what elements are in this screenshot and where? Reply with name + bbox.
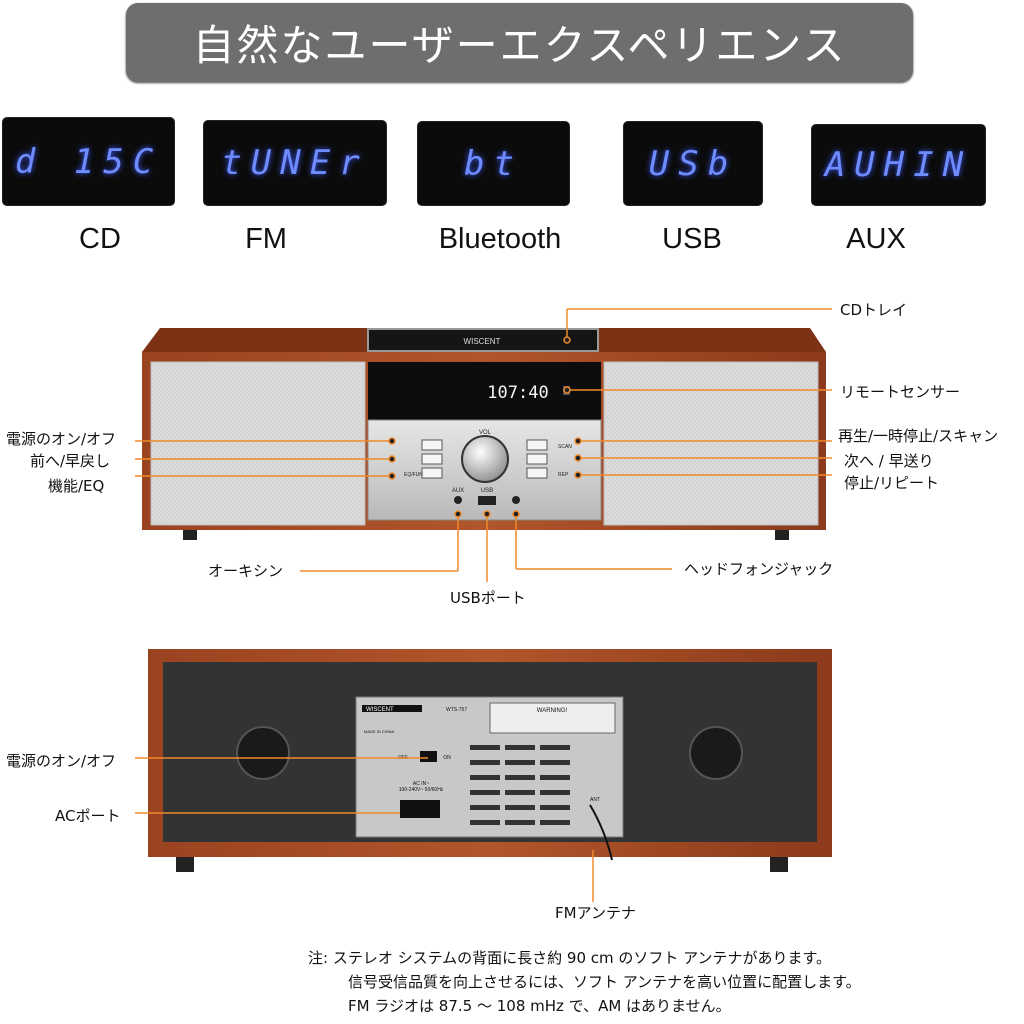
- callout-remote-sensor: リモートセンサー: [840, 383, 961, 401]
- mode-display-fm: tUNEr: [204, 121, 386, 205]
- ant-label: ANT: [590, 797, 600, 803]
- play-button: [526, 439, 548, 451]
- callout-usb: USBポート: [450, 589, 526, 607]
- rear-model: WTS-757: [446, 707, 467, 713]
- right-speaker-grille: [603, 361, 819, 526]
- right-bass-port: [689, 726, 743, 780]
- fm-antenna-wire: [589, 804, 613, 861]
- function-button: [421, 467, 443, 479]
- scan-button-label: SCAN: [558, 444, 572, 450]
- note-line-3: FM ラジオは 87.5 ～ 108 mHz で、AM はありません。: [348, 997, 731, 1015]
- note-line-2: 信号受信品質を向上させるには、ソフト アンテナを高い位置に配置します。: [348, 973, 861, 991]
- usb-port-label: USB: [481, 488, 493, 494]
- banner-title: 自然なユーザーエクスペリエンス: [126, 3, 913, 82]
- mode-display-aux: AUHIN: [812, 125, 985, 205]
- rep-button-label: REP: [558, 472, 569, 478]
- mode-display-bluetooth: bt: [418, 122, 569, 205]
- power-button: [421, 439, 443, 451]
- mode-label-fm: FM: [245, 223, 287, 255]
- left-bass-port: [236, 726, 290, 780]
- mode-label-bluetooth: Bluetooth: [438, 223, 562, 255]
- callout-next: 次へ / 早送り: [844, 452, 934, 470]
- ac-spec-label: 100-240V~ 50/60Hz: [399, 787, 444, 793]
- mode-display-cd: d 15C: [3, 118, 174, 205]
- callout-prev: 前へ/早戻し: [30, 452, 111, 470]
- callout-play: 再生/一時停止/スキャン: [838, 427, 999, 445]
- antenna-note: 注: ステレオ システムの背面に長さ約 90 cm のソフト アンテナがあります…: [308, 946, 861, 1018]
- ac-in-label: AC IN~: [413, 781, 429, 787]
- warning-label: WARNING!: [537, 708, 568, 714]
- callout-aux: オーキシン: [208, 562, 284, 580]
- volume-label: VOL: [479, 430, 492, 436]
- callout-headphone: ヘッドフォンジャック: [684, 560, 834, 578]
- aux-jack: [454, 496, 462, 504]
- prev-button: [421, 453, 443, 465]
- rear-brand: WISCENT: [366, 707, 394, 713]
- callout-function: 機能/EQ: [48, 477, 105, 495]
- front-brand: WISCENT: [464, 337, 501, 346]
- callout-cd-tray: CDトレイ: [840, 301, 908, 319]
- callout-power: 電源のオン/オフ: [6, 430, 117, 448]
- rear-power-switch: [420, 751, 437, 762]
- ac-port: [400, 800, 440, 818]
- callout-fm-antenna: FMアンテナ: [555, 904, 636, 922]
- next-button: [526, 453, 548, 465]
- stop-button: [526, 467, 548, 479]
- mode-label-aux: AUX: [846, 223, 906, 255]
- eq-button-label: EQ/FUN: [404, 472, 423, 478]
- callout-stop: 停止/リピート: [844, 474, 940, 492]
- vent-slots: [470, 745, 570, 825]
- callout-ac-port: ACポート: [55, 807, 121, 825]
- aux-port-label: AUX: [452, 488, 464, 494]
- mode-label-usb: USB: [662, 223, 722, 255]
- headphone-jack: [512, 496, 520, 504]
- clock-display: 107:40: [487, 383, 548, 403]
- mode-display-usb: USb: [624, 122, 762, 205]
- rear-made-in: MADE IN CHINA: [364, 729, 395, 734]
- callout-back-power: 電源のオン/オフ: [6, 752, 117, 770]
- usb-port: [478, 496, 496, 505]
- mode-label-cd: CD: [79, 223, 121, 255]
- volume-knob: [461, 435, 509, 483]
- left-speaker-grille: [150, 361, 366, 526]
- note-line-1: 注: ステレオ システムの背面に長さ約 90 cm のソフト アンテナがあります…: [308, 949, 832, 967]
- cd-tray: [367, 328, 599, 352]
- switch-on-label: ON: [443, 755, 451, 761]
